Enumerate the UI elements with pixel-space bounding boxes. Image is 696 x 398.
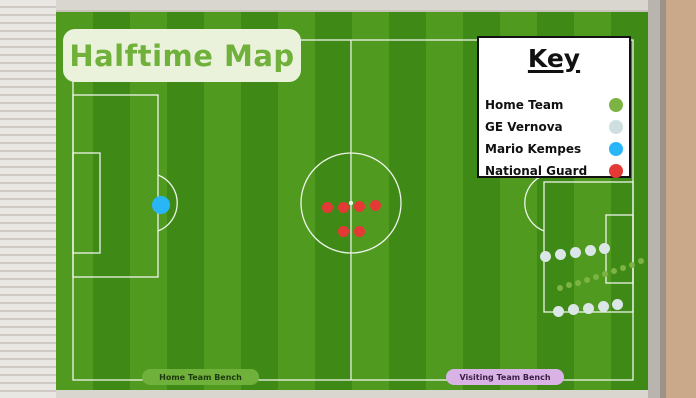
legend-item-national-guard: National Guard	[485, 162, 623, 180]
top-stands	[56, 0, 648, 10]
ge-vernova-marker	[555, 249, 566, 260]
visiting-team-bench: Visiting Team Bench	[446, 369, 564, 385]
title-banner: Halftime Map	[63, 29, 301, 82]
bottom-stands	[56, 390, 648, 398]
national-guard-marker	[370, 200, 381, 211]
ge-vernova-marker	[599, 243, 610, 254]
ge-vernova-marker	[583, 303, 594, 314]
ge-vernova-marker	[568, 304, 579, 315]
home-team-marker	[629, 262, 635, 268]
ge-vernova-marker	[540, 251, 551, 262]
home-team-marker	[575, 280, 581, 286]
legend-box: Key Home Team GE Vernova Mario Kempes Na…	[477, 36, 631, 178]
red-dot-icon	[609, 164, 623, 178]
home-team-bench: Home Team Bench	[142, 369, 259, 385]
home-team-marker	[602, 271, 608, 277]
legend-label: Mario Kempes	[485, 142, 581, 156]
home-team-marker	[557, 285, 563, 291]
national-guard-marker	[338, 202, 349, 213]
home-team-marker	[638, 258, 644, 264]
national-guard-marker	[322, 202, 333, 213]
blue-dot-icon	[609, 142, 623, 156]
home-team-marker	[584, 277, 590, 283]
right-stands	[648, 0, 696, 398]
legend-item-ge-vernova: GE Vernova	[485, 118, 623, 136]
national-guard-marker	[338, 226, 349, 237]
home-team-marker	[566, 282, 572, 288]
legend-title: Key	[479, 44, 629, 73]
national-guard-marker	[354, 226, 365, 237]
legend-item-home-team: Home Team	[485, 96, 623, 114]
legend-label: Home Team	[485, 98, 563, 112]
page-title: Halftime Map	[69, 39, 294, 73]
ge-vernova-marker	[553, 306, 564, 317]
legend-item-mario-kempes: Mario Kempes	[485, 140, 623, 158]
home-team-marker	[593, 274, 599, 280]
ge-vernova-marker	[585, 245, 596, 256]
home-team-marker	[620, 265, 626, 271]
light-gray-dot-icon	[609, 120, 623, 134]
mario-kempes-marker	[152, 196, 170, 214]
ge-vernova-marker	[612, 299, 623, 310]
home-team-marker	[611, 268, 617, 274]
ge-vernova-marker	[570, 247, 581, 258]
national-guard-marker	[354, 201, 365, 212]
left-stands	[0, 0, 56, 398]
green-dot-icon	[609, 98, 623, 112]
ge-vernova-marker	[598, 301, 609, 312]
legend-label: National Guard	[485, 164, 587, 178]
legend-label: GE Vernova	[485, 120, 563, 134]
